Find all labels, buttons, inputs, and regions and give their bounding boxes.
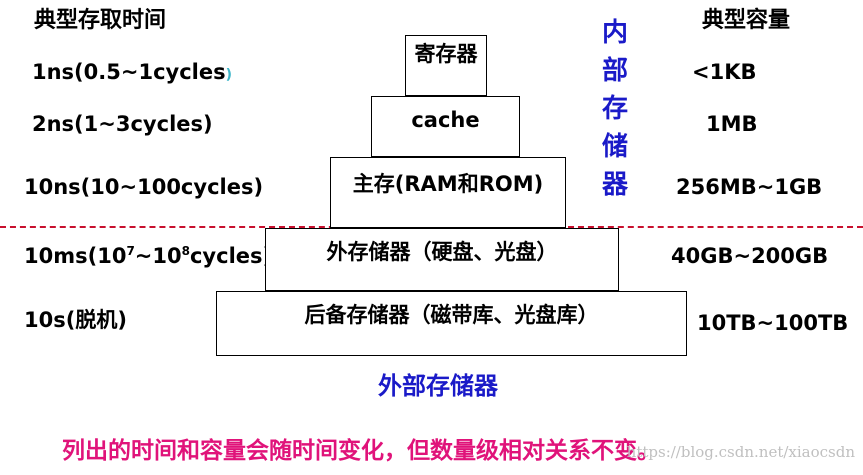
level-external-storage-label: 外存储器（硬盘、光盘）: [326, 240, 558, 264]
access-time-register-tail: ): [225, 67, 232, 83]
level-cache-label: cache: [411, 108, 480, 132]
capacity-external-storage: 40GB~200GB: [671, 244, 829, 268]
level-external-storage-box: 外存储器（硬盘、光盘）: [265, 228, 619, 291]
level-register-label: 寄存器: [414, 42, 478, 66]
watermark: https://blog.csdn.net/xiaocsdn: [626, 443, 855, 461]
access-time-ext-exp2: 8: [181, 244, 190, 258]
capacity-cache: 1MB: [706, 112, 758, 136]
access-time-ext-exp1: 7: [126, 244, 135, 258]
access-time-ext-mid: ~10: [134, 244, 182, 268]
footer-note: 列出的时间和容量会随时间变化，但数量级相对关系不变。: [62, 438, 660, 464]
level-main-memory-box: 主存(RAM和ROM): [330, 157, 566, 228]
level-backup-storage-label: 后备存储器（磁带库、光盘库）: [304, 303, 599, 327]
access-time-cache: 2ns(1~3cycles): [32, 112, 213, 136]
external-memory-label: 外部存储器: [378, 372, 498, 400]
internal-memory-label: 内部存储器: [601, 18, 628, 200]
access-time-backup-storage: 10s(脱机): [24, 308, 127, 332]
level-backup-storage-box: 后备存储器（磁带库、光盘库）: [216, 291, 687, 356]
access-time-external-storage: 10ms(107~108cycles): [24, 244, 273, 268]
capacity-main-memory: 256MB~1GB: [676, 175, 823, 199]
capacity-header: 典型容量: [702, 8, 791, 33]
level-cache-box: cache: [371, 96, 520, 157]
capacity-register: <1KB: [692, 60, 757, 84]
level-main-memory-label: 主存(RAM和ROM): [352, 172, 544, 196]
access-time-register: 1ns(0.5~1cycles): [32, 62, 232, 83]
access-time-ext-prefix: 10ms(10: [24, 244, 127, 268]
access-time-main-memory: 10ns(10~100cycles): [24, 175, 264, 199]
level-register-box: 寄存器: [405, 35, 487, 96]
capacity-backup-storage: 10TB~100TB: [697, 311, 849, 335]
access-time-ext-suffix: cycles): [189, 244, 273, 268]
access-time-register-text: 1ns(0.5~1cycles: [32, 60, 226, 84]
access-time-header: 典型存取时间: [34, 8, 167, 33]
